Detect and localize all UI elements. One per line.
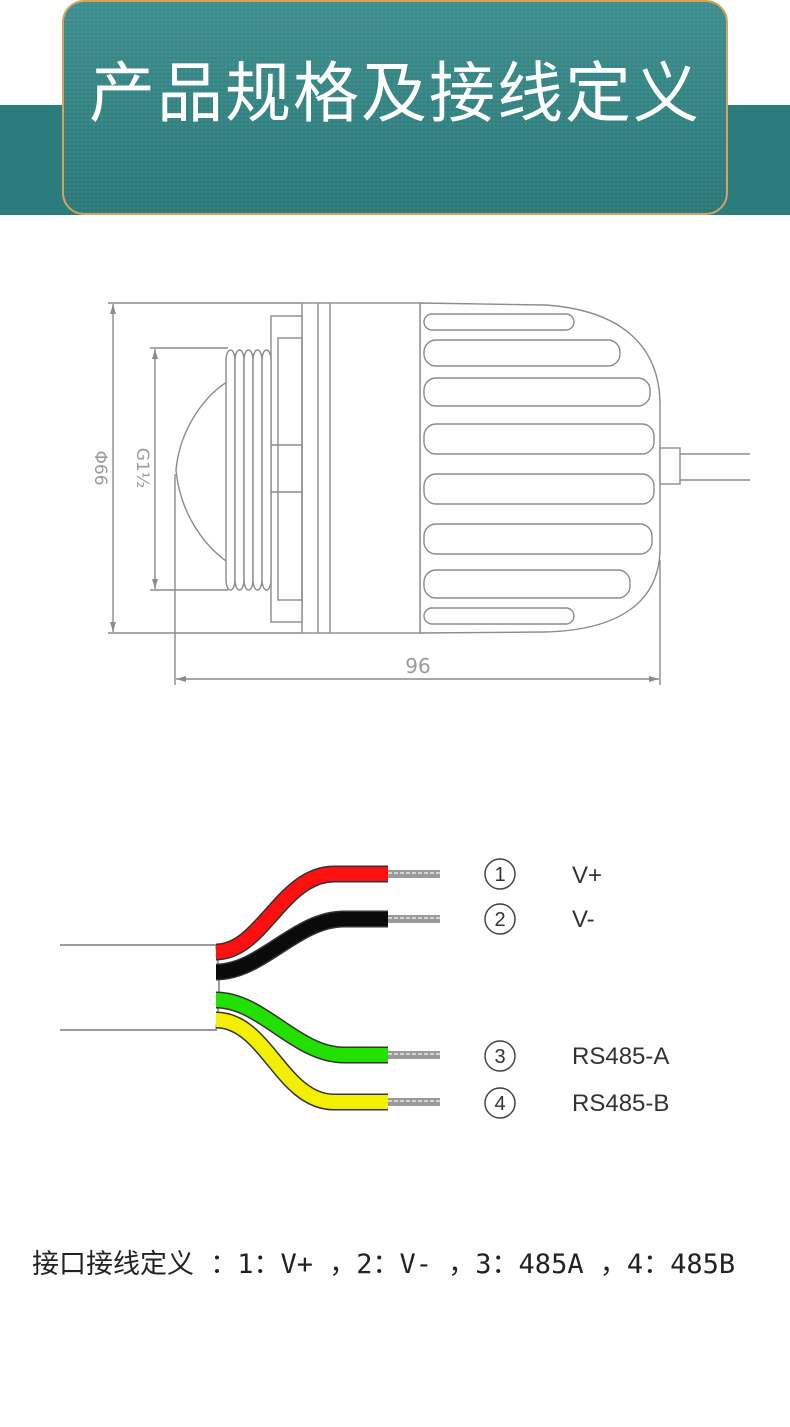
- wire-yellow: [215, 1011, 440, 1111]
- pin-4: 4 RS485-B: [484, 1087, 669, 1119]
- pin-number: 4: [494, 1093, 505, 1115]
- wire-insulation: [215, 1013, 388, 1109]
- mount-thread: [225, 349, 272, 591]
- thread-turn: [243, 349, 254, 591]
- pin-number: 1: [494, 864, 505, 886]
- sensor-body: [301, 302, 421, 634]
- length-label: 96: [405, 654, 430, 678]
- pin-number: 2: [494, 909, 505, 931]
- pin-number-circle: [484, 903, 516, 935]
- cable-sheath: [60, 944, 220, 1031]
- flange-inner: [277, 337, 303, 601]
- wire-insulation: [215, 867, 388, 959]
- wire-green: [215, 991, 440, 1064]
- fin-groove: [423, 523, 653, 555]
- wire-insulation: [215, 912, 388, 979]
- thread-turn: [252, 349, 263, 591]
- thread-turn: [225, 349, 236, 591]
- page-title: 产品规格及接线定义: [89, 55, 701, 132]
- fin-housing-outline: [419, 302, 661, 634]
- mount-flange: [270, 315, 303, 623]
- pin-number-circle: [484, 858, 516, 890]
- pin-2: 2 V-: [484, 903, 595, 935]
- pin-3: 3 RS485-A: [484, 1040, 669, 1072]
- wire-insulation: [215, 993, 388, 1062]
- pin-number: 3: [494, 1046, 505, 1068]
- pin-1: 1 V+: [484, 858, 602, 890]
- pin-label: V-: [572, 906, 595, 933]
- fin-groove: [423, 569, 631, 599]
- sensor-dimension-drawing: Φ66 G1½ 96: [90, 302, 750, 685]
- fin-groove: [423, 377, 651, 407]
- pin-number-circle: [484, 1087, 516, 1119]
- fin-housing: [419, 302, 661, 634]
- thread-dimension: G1½: [132, 347, 228, 591]
- fin-groove: [423, 423, 655, 455]
- thread-turn: [234, 349, 245, 591]
- wire-red: [215, 865, 440, 961]
- fin-groove: [423, 339, 621, 367]
- fin-groove: [423, 313, 575, 331]
- diameter-label: Φ66: [90, 450, 110, 485]
- cable-stub: [659, 447, 750, 485]
- diameter-dimension: Φ66: [90, 302, 302, 634]
- wire-black: [215, 910, 440, 981]
- flange-outline: [270, 315, 303, 623]
- lens-dome: [175, 376, 235, 568]
- pin-label: RS485-A: [572, 1043, 669, 1070]
- fin-groove: [423, 607, 575, 625]
- pin-number-circle: [484, 1040, 516, 1072]
- pin-label: V+: [572, 862, 602, 889]
- header-title-box: 产品规格及接线定义: [62, 0, 728, 215]
- thread-label: G1½: [132, 448, 152, 488]
- pin-label: RS485-B: [572, 1090, 669, 1117]
- body-shell: [301, 302, 421, 634]
- length-dimension: 96: [174, 474, 661, 685]
- interface-wiring-definition: 接口接线定义 ：1：V+ ，2：V- ，3：485A ，4：485B: [32, 1249, 736, 1280]
- fin-groove: [423, 473, 655, 505]
- cable-gland: [659, 447, 681, 485]
- thread-turn: [261, 349, 272, 591]
- wiring-diagram: 1 V+ 2 V- 3 RS485-A 4 RS485-B: [60, 858, 669, 1119]
